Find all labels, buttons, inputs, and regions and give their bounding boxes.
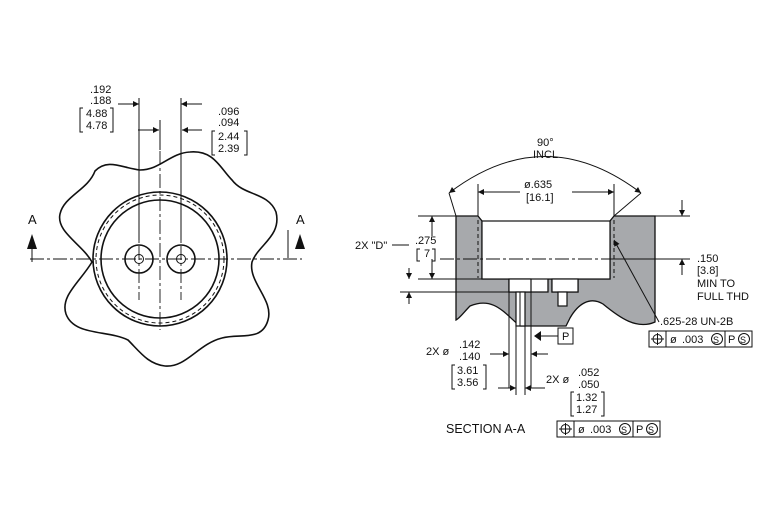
small-hole-upper: .052 — [578, 367, 599, 379]
dim-inner-2: .094 — [218, 117, 239, 129]
small-hole-metric-1: 1.32 — [576, 392, 597, 404]
large-hole-metric-2: 3.56 — [457, 377, 478, 389]
bore-dia-metric: [16.1] — [526, 192, 554, 204]
large-hole-metric-1: 3.61 — [457, 365, 478, 377]
datum-p: P — [534, 327, 574, 345]
svg-text:ø: ø — [578, 424, 585, 436]
svg-text:ø: ø — [670, 334, 677, 346]
small-hole-lower: .050 — [578, 379, 599, 391]
svg-text:P: P — [636, 424, 643, 436]
section-marker-left: A — [27, 212, 37, 262]
thread-depth: .150 — [697, 253, 718, 265]
depth-label: 2X "D" — [355, 240, 387, 252]
svg-text:S: S — [621, 425, 627, 435]
pin-right-large — [551, 278, 579, 293]
section-caption: SECTION A-A — [446, 422, 526, 436]
thread-depth-note-2: FULL THD — [697, 291, 749, 303]
svg-text:A: A — [28, 212, 37, 227]
outer-ring — [92, 191, 228, 327]
large-hole-upper: .142 — [459, 339, 480, 351]
angle-incl: INCL — [533, 149, 558, 161]
top-view: .192 .188 4.88 4.78 .096 .094 2.44 2.39 … — [27, 84, 305, 367]
section-marker-right: A — [287, 212, 305, 258]
svg-text:.003: .003 — [590, 424, 611, 436]
svg-text:S: S — [740, 335, 746, 345]
fcf-holes: ø .003 S P S — [556, 420, 661, 438]
pin-left-large — [508, 278, 532, 293]
small-hole-prefix: 2X ø — [546, 374, 570, 386]
bore — [481, 220, 611, 280]
fcf-thread: ø .003 S P S — [648, 330, 753, 348]
thread-depth-metric: [3.8] — [697, 265, 718, 277]
thread-spec: .625-28 UN-2B — [660, 316, 733, 328]
dim-inner-1: .096 — [218, 106, 239, 118]
depth-value: .275 — [415, 235, 436, 247]
large-hole-lower: .140 — [459, 351, 480, 363]
svg-text:S: S — [713, 335, 719, 345]
svg-text:P: P — [728, 334, 735, 346]
large-hole-prefix: 2X ø — [426, 346, 450, 358]
small-hole-metric-2: 1.27 — [576, 404, 597, 416]
svg-text:A: A — [296, 212, 305, 227]
depth-metric: 7 — [424, 248, 430, 260]
dim-inner-3: 2.44 — [218, 131, 239, 143]
svg-text:.003: .003 — [682, 334, 703, 346]
section-view: 90° INCL ø.635 [16.1] 2X "D" .275 7 .150… — [355, 137, 753, 438]
dim-outer-2: .188 — [90, 95, 111, 107]
svg-text:S: S — [648, 425, 654, 435]
svg-text:P: P — [562, 331, 569, 343]
dim-outer-1: .192 — [90, 84, 111, 96]
thread-depth-note-1: MIN TO — [697, 278, 736, 290]
angle-value: 90° — [537, 137, 554, 149]
knob-outline — [58, 151, 278, 367]
dim-inner-4: 2.39 — [218, 143, 239, 155]
dim-outer-3: 4.88 — [86, 108, 107, 120]
dim-outer-4: 4.78 — [86, 120, 107, 132]
bore-dia: ø.635 — [524, 179, 552, 191]
